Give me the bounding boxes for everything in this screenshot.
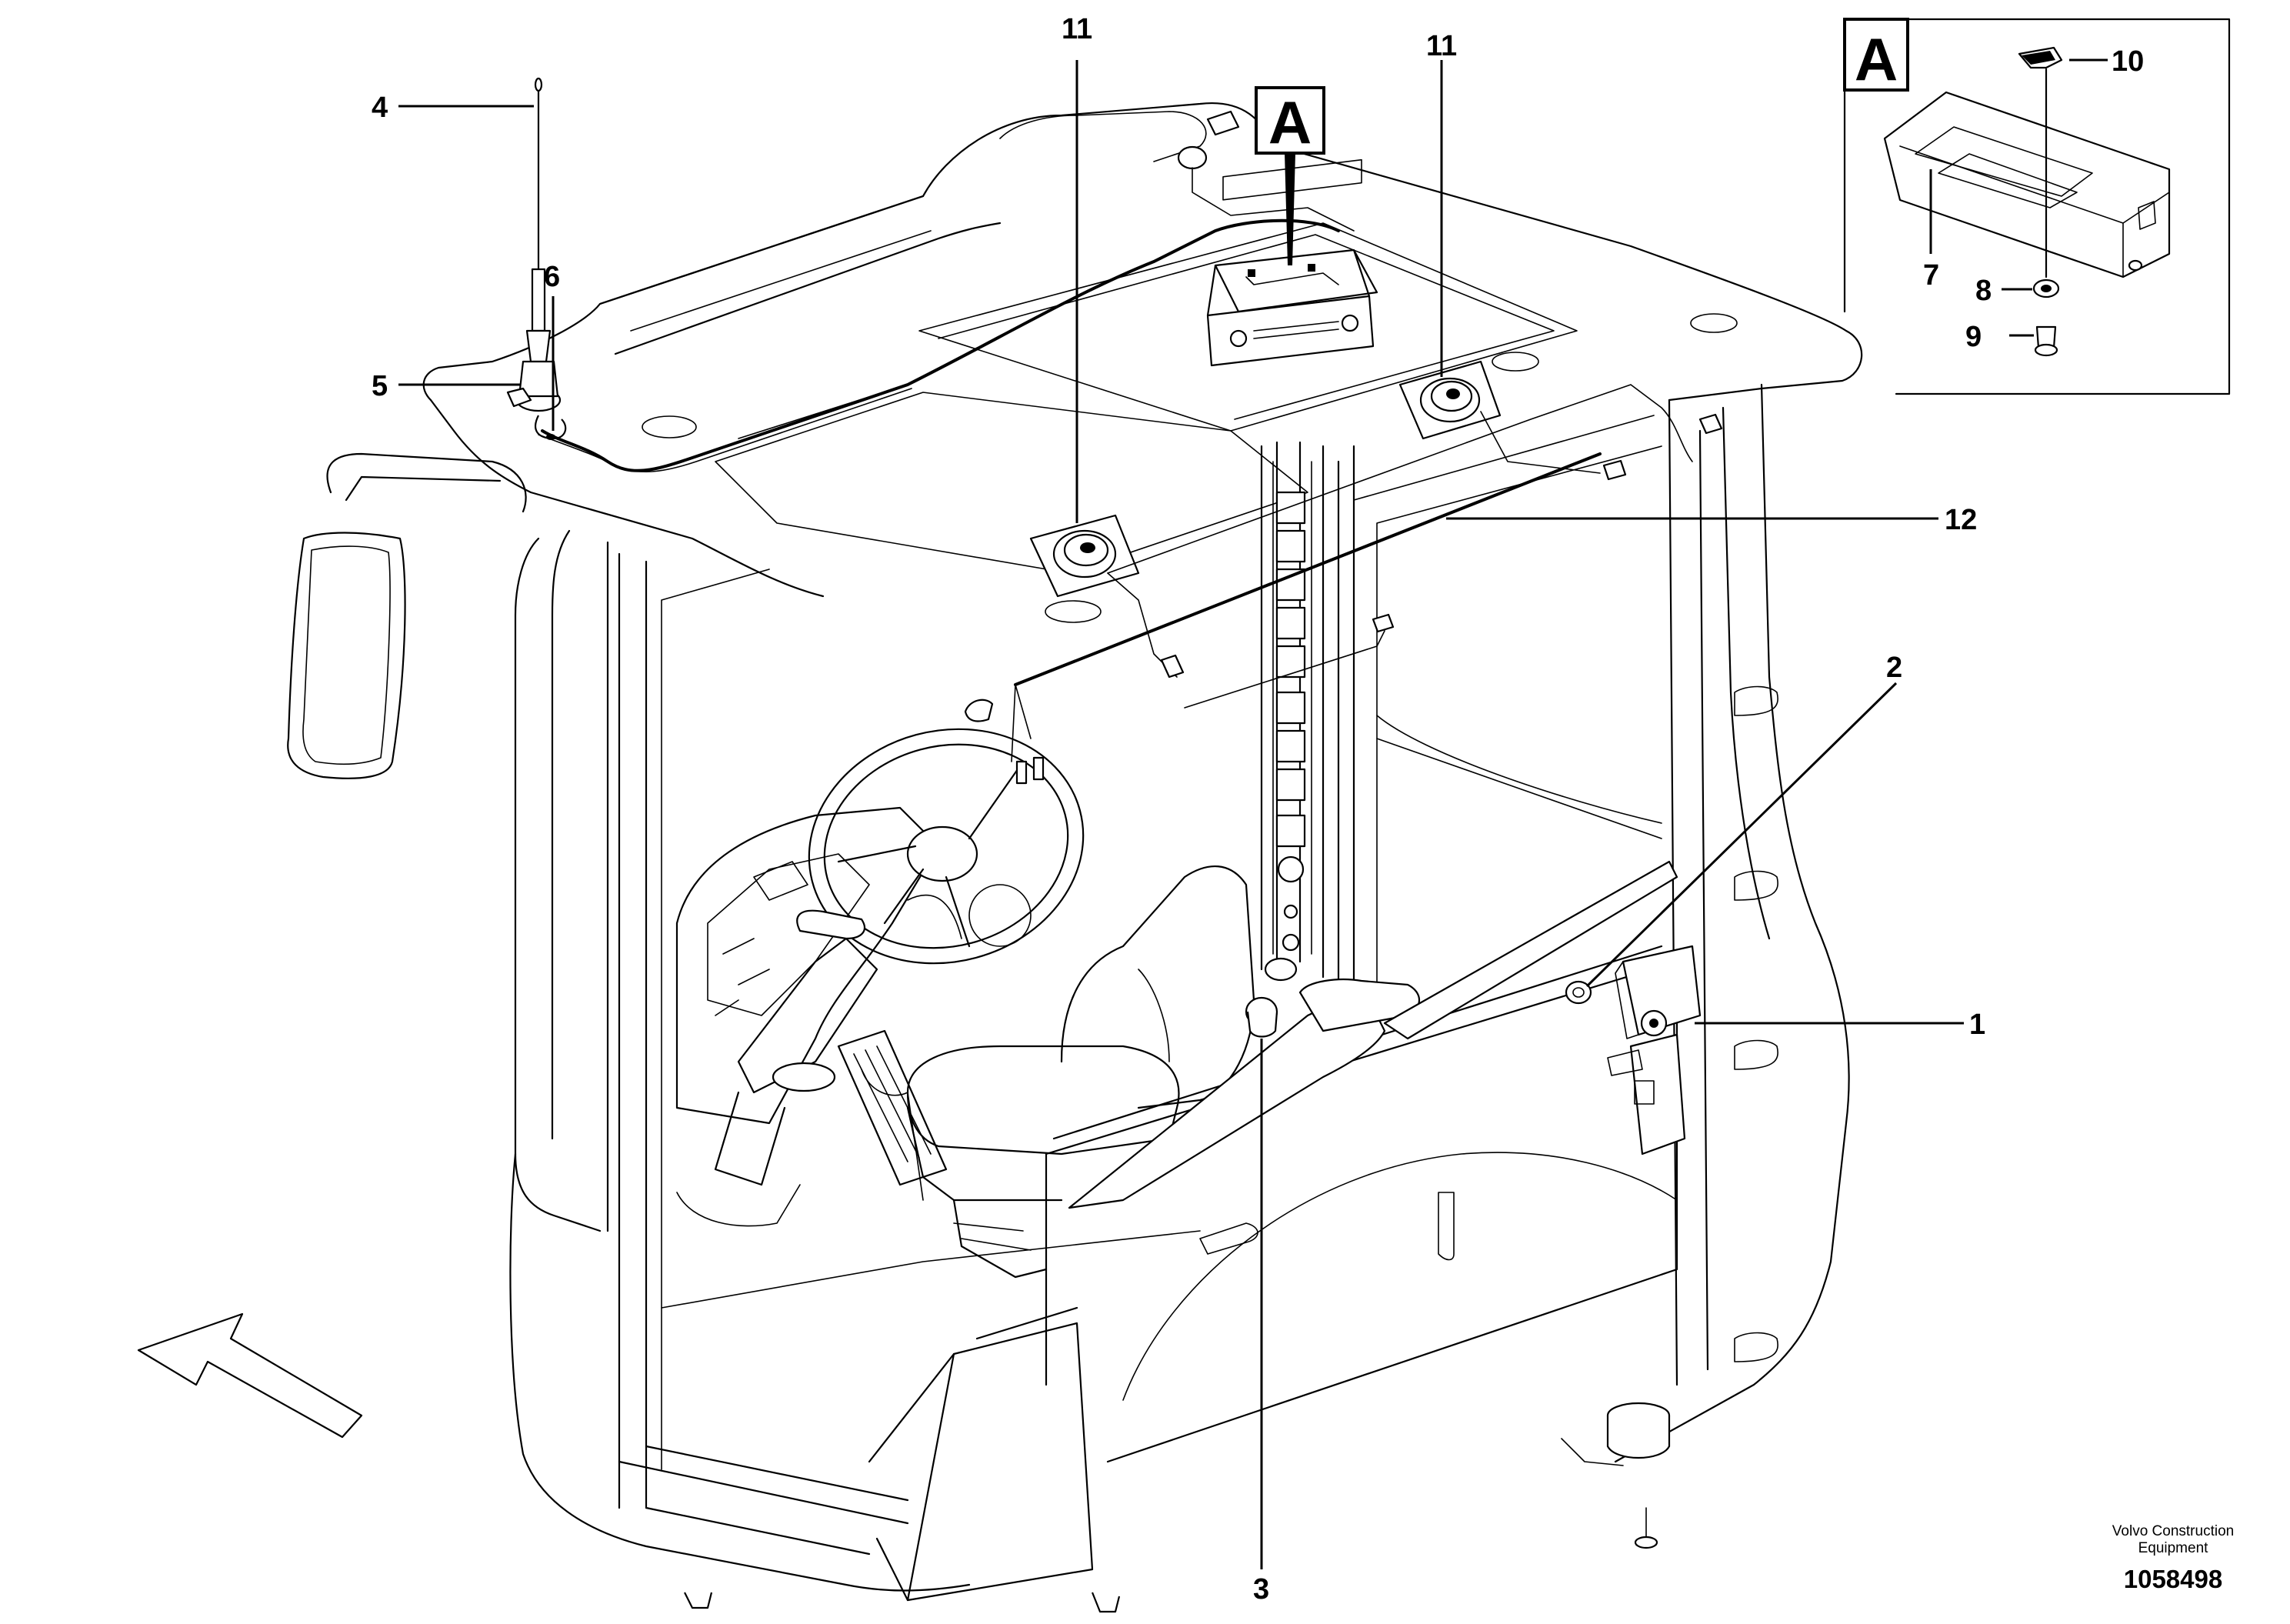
footer: Volvo Construction Equipment 1058498 (2112, 1523, 2234, 1593)
speaker-harness (964, 384, 1723, 785)
steering-wheel (676, 728, 1085, 1227)
company-name-line1: Volvo Construction (2112, 1523, 2234, 1539)
company-name-line2: Equipment (2138, 1540, 2209, 1556)
document-number: 1058498 (2124, 1565, 2222, 1593)
cab-mounts (684, 1402, 1671, 1613)
wiper-arm (1383, 860, 1678, 1040)
cab-roof (422, 102, 1863, 623)
detail-callout-10: 9 (1965, 321, 1982, 353)
radio-module (1607, 945, 1702, 1155)
callout-11-right: 11 (1426, 30, 1457, 62)
detail-callout-8: 10 (2112, 45, 2144, 78)
detail-view-a: A 10 7 8 9 (1843, 18, 2231, 395)
callout-4: 4 (372, 92, 388, 124)
detail-view-label: A (1855, 25, 1898, 93)
side-mirror (287, 452, 527, 779)
roof-clip (1177, 110, 1355, 232)
callout-11-left: 11 (1062, 13, 1092, 45)
callout-1: 1 (1969, 1009, 1985, 1041)
callout-12: 12 (1945, 504, 1977, 536)
view-marker-label: A (1268, 88, 1312, 156)
antenna-cable-outline (538, 388, 912, 472)
pedal (837, 1029, 948, 1186)
switch-knob (1245, 957, 1298, 1038)
speaker-right (1398, 360, 1502, 440)
callouts: 4 6 5 11 11 12 2 1 3 (372, 13, 1985, 1606)
antenna (506, 77, 567, 440)
callout-6: 6 (544, 261, 560, 293)
callout-5: 5 (372, 370, 388, 402)
speaker-left (1029, 514, 1140, 598)
operator-seat (906, 865, 1420, 1279)
direction-arrow-icon (137, 1312, 363, 1439)
callout-3: 3 (1253, 1573, 1269, 1606)
radio-unit (1206, 158, 1378, 367)
control-panel-column (1260, 445, 1325, 979)
rear-body-panel (861, 945, 1678, 1602)
detail-callout-7: 7 (1923, 259, 1939, 292)
antenna-cable (541, 218, 1340, 472)
grommet (1565, 980, 1592, 1005)
view-marker: A (1255, 86, 1325, 265)
callout-2: 2 (1886, 652, 1902, 684)
detail-callout-9: 8 (1975, 275, 1992, 307)
